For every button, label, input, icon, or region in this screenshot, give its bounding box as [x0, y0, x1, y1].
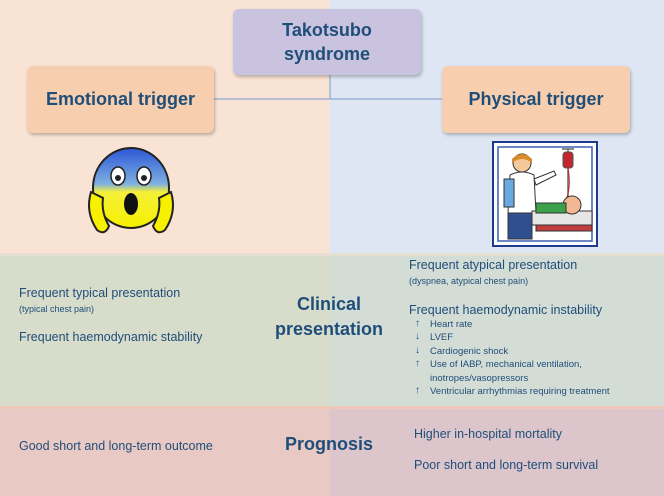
- arrow-down-icon: ↓: [415, 344, 420, 356]
- clinical-band-divider: [0, 253, 664, 256]
- instability-item: Ventricular arrhythmias requiring treatm…: [430, 386, 610, 397]
- instability-item: Use of IABP, mechanical ventilation,: [430, 359, 582, 371]
- clinical-label-line2: presentation: [274, 319, 384, 339]
- arrow-up-icon: ↑: [415, 318, 420, 329]
- haemodynamic-instability: Frequent haemodynamic instability: [409, 303, 603, 317]
- haemodynamic-stability: Frequent haemodynamic stability: [19, 330, 203, 344]
- clinical-presentation-label: Clinical presentation: [262, 292, 396, 342]
- instability-item: inotropes/vasopressors: [430, 372, 529, 384]
- emotional-trigger-box: Emotional trigger: [27, 66, 214, 133]
- poor-survival: Poor short and long-term survival: [414, 458, 599, 472]
- title-box: Takotsubo syndrome: [233, 9, 421, 75]
- arrow-up-icon: ↑: [415, 385, 420, 396]
- instability-item: Heart rate: [430, 319, 473, 330]
- prognosis-label: Prognosis: [284, 434, 373, 454]
- atypical-presentation: Frequent atypical presentation: [409, 258, 578, 272]
- atypical-presentation-note: (dyspnea, atypical chest pain): [409, 276, 529, 286]
- prognosis-band-divider: [0, 406, 664, 409]
- arrow-down-icon: ↓: [415, 331, 420, 343]
- arrow-up-icon: ↑: [415, 358, 420, 370]
- clinical-band-right: [330, 255, 664, 408]
- typical-presentation-note: (typical chest pain): [19, 304, 95, 314]
- diagram-title: Takotsubo syndrome: [282, 20, 372, 64]
- physical-trigger-box: Physical trigger: [442, 66, 630, 133]
- clinical-label-line1: Clinical: [296, 294, 362, 314]
- instability-item: Cardiogenic shock: [430, 345, 509, 357]
- prognosis-band-right: [330, 408, 664, 496]
- higher-mortality: Higher in-hospital mortality: [414, 427, 562, 441]
- physical-trigger-label: Physical trigger: [468, 89, 604, 109]
- typical-presentation: Frequent typical presentation: [19, 286, 181, 300]
- screaming-face-icon: [88, 147, 174, 234]
- good-outcome: Good short and long-term outcome: [19, 439, 213, 453]
- emotional-trigger-label: Emotional trigger: [45, 89, 195, 109]
- instability-item: LVEF: [430, 332, 454, 344]
- nurse-patient-iv-icon: [492, 141, 598, 247]
